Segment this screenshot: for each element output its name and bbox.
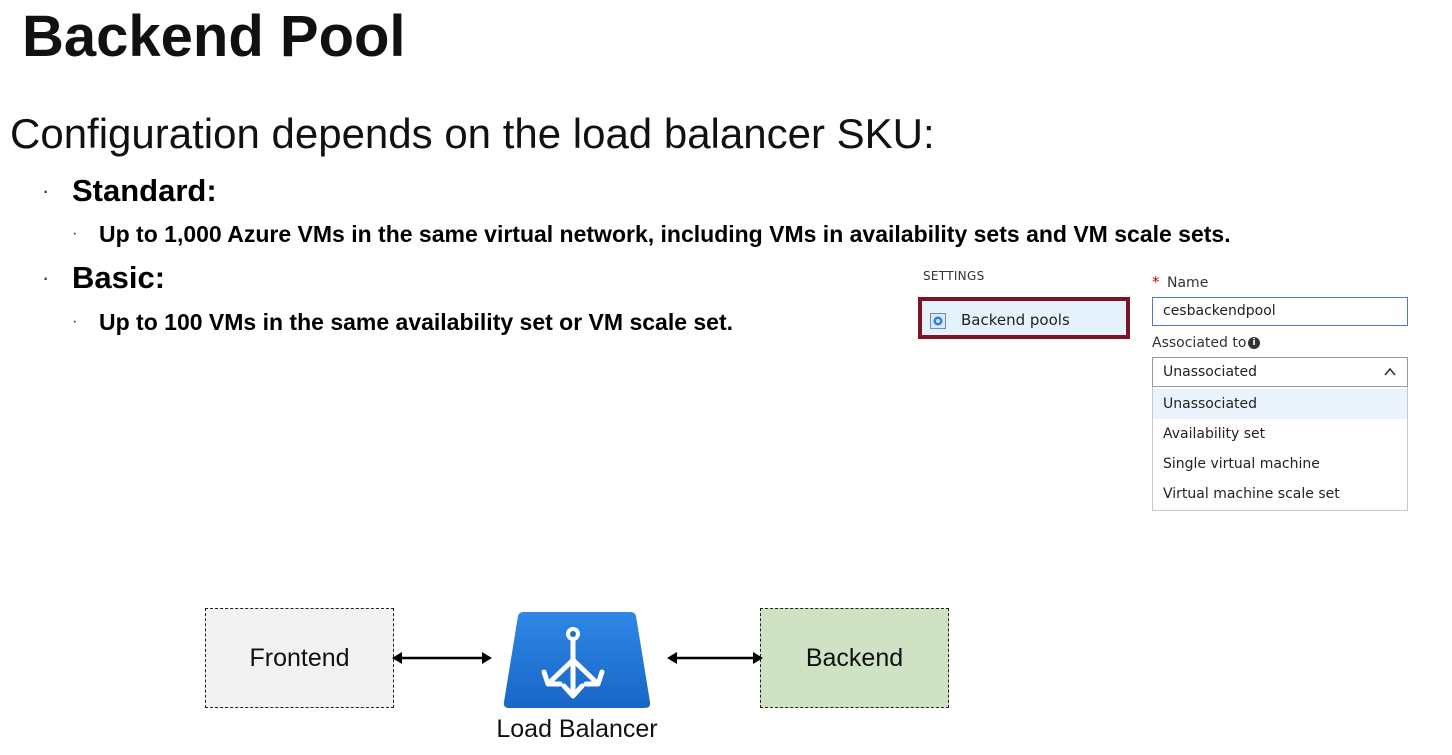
dropdown-option-unassociated[interactable]: Unassociated — [1153, 389, 1407, 419]
bullet-dot: · — [42, 265, 50, 290]
page-title: Backend Pool — [22, 4, 406, 69]
load-balancer-icon — [503, 612, 651, 708]
bullet-basic: Basic: — [72, 260, 166, 295]
chevron-up-icon — [1384, 367, 1396, 376]
sidebar-item-label: Backend pools — [961, 311, 1070, 329]
double-arrow-frontend — [392, 652, 492, 664]
name-input[interactable]: cesbackendpool — [1152, 297, 1408, 326]
dropdown-option-single-vm[interactable]: Single virtual machine — [1163, 456, 1320, 472]
sub-bullet-basic: Up to 100 VMs in the same availability s… — [99, 309, 734, 335]
sub-bullet-dot: · — [72, 313, 78, 330]
load-balancer-label: Load Balancer — [496, 715, 658, 743]
frontend-box: Frontend — [205, 608, 394, 708]
dropdown-selected-value: Unassociated — [1163, 364, 1258, 380]
required-marker: * — [1152, 273, 1160, 291]
dropdown-option-availability-set[interactable]: Availability set — [1163, 426, 1266, 442]
dropdown-options: Unassociated Availability set Single vir… — [1152, 387, 1408, 511]
settings-heading: SETTINGS — [923, 269, 985, 283]
sidebar-item-backend-pools[interactable]: Backend pools — [918, 297, 1130, 339]
associated-to-dropdown[interactable]: Unassociated — [1152, 357, 1408, 387]
sub-bullet-standard: Up to 1,000 Azure VMs in the same virtua… — [99, 221, 1231, 247]
bullet-dot: · — [42, 178, 50, 203]
dropdown-option-vm-scale-set[interactable]: Virtual machine scale set — [1163, 486, 1340, 502]
backend-box: Backend — [760, 608, 949, 708]
associated-to-label: Associated to — [1152, 335, 1247, 351]
bullet-standard: Standard: — [72, 173, 217, 208]
slide-subtitle: Configuration depends on the load balanc… — [10, 110, 935, 157]
info-icon[interactable]: i — [1248, 337, 1260, 349]
double-arrow-backend — [667, 652, 763, 664]
sub-bullet-dot: · — [72, 225, 78, 242]
name-label: Name — [1167, 275, 1209, 291]
backend-pool-icon — [930, 313, 946, 329]
